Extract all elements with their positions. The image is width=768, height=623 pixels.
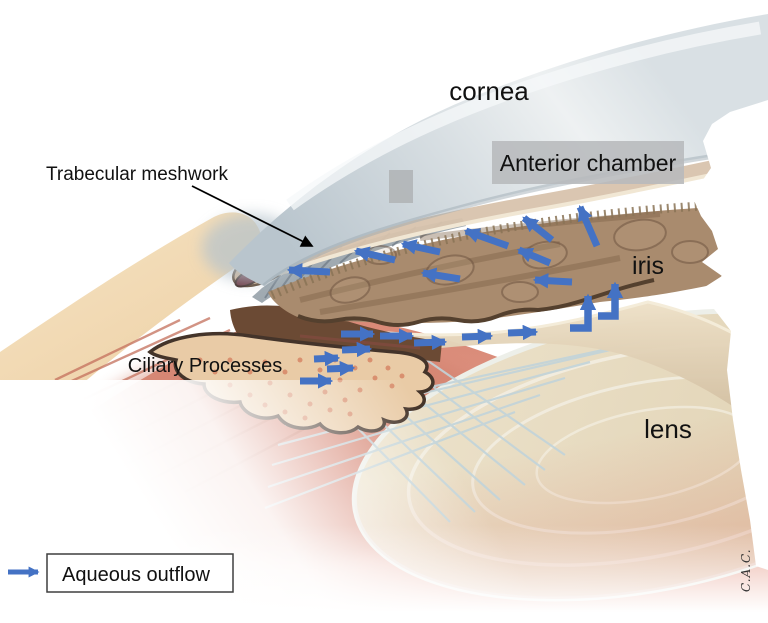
- flow-arrow: [400, 239, 441, 256]
- iris-pupillary-edge: [297, 278, 655, 327]
- legend-label: Aqueous outflow: [62, 564, 210, 586]
- legend-box: [46, 553, 234, 593]
- flow-arrow: [420, 267, 461, 283]
- cornea-label: cornea: [449, 76, 529, 106]
- lens-label: lens: [644, 414, 692, 444]
- flow-arrow-elbow: [570, 293, 597, 332]
- flow-arrow: [313, 350, 341, 367]
- ciliary-band-teeth: [270, 201, 701, 300]
- flow-arrow: [507, 324, 539, 341]
- trabecular-pointer-arrow: [191, 185, 314, 247]
- flow-arrow: [413, 334, 448, 351]
- artist-signature: C.A.C.: [739, 548, 753, 592]
- flow-arrow: [521, 215, 555, 243]
- flow-arrows: [286, 204, 624, 389]
- flow-arrow: [341, 341, 373, 358]
- flow-arrow: [532, 273, 573, 289]
- anterior-chamber-label-box: [492, 141, 684, 184]
- right-edge-cutout: [692, 100, 768, 570]
- gray-rectangle-artifact: [389, 170, 413, 203]
- legend: Aqueous outflow: [8, 553, 234, 593]
- flow-arrow: [463, 227, 510, 250]
- flow-arrow-elbow: [598, 281, 624, 320]
- ciliary-processes-label: Ciliary Processes: [128, 355, 282, 377]
- limbal-band: [277, 148, 768, 276]
- iris-label: iris: [632, 252, 664, 280]
- flow-arrow: [516, 246, 552, 267]
- trabecular-meshwork-label: Trabecular meshwork: [46, 164, 228, 185]
- trabecular-meshwork-shape: [252, 218, 466, 303]
- anterior-chamber-label: Anterior chamber: [500, 150, 677, 176]
- flow-arrow: [461, 328, 494, 345]
- flow-arrow: [326, 360, 356, 377]
- cornea-highlight: [286, 21, 762, 211]
- flow-arrow: [286, 262, 331, 279]
- flow-arrow: [576, 204, 601, 248]
- flow-arrow: [353, 246, 396, 264]
